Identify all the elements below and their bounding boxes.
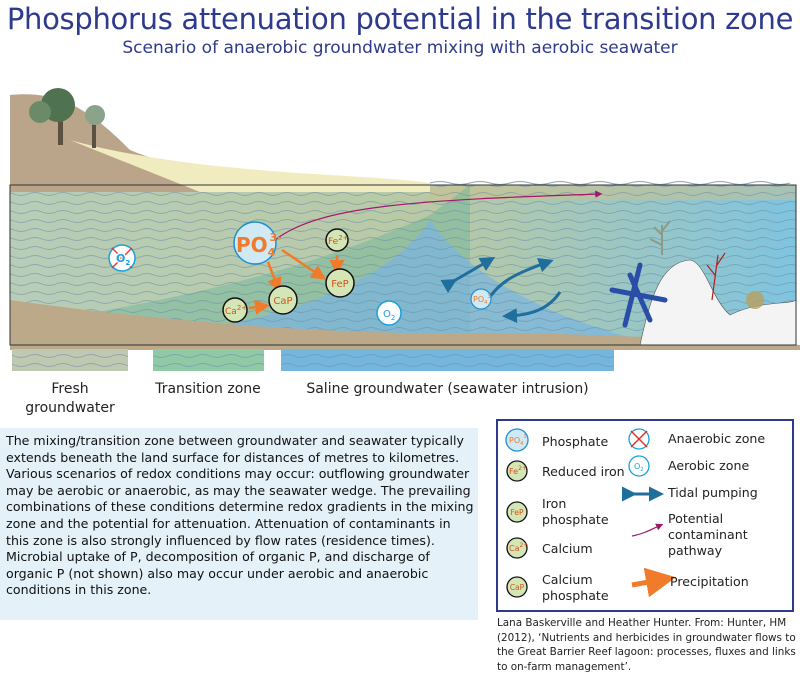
svg-text:CaP: CaP — [273, 296, 292, 307]
iron-phosphate-mineral: FeP — [325, 268, 355, 298]
legend-reduced-iron: Reduced iron — [542, 464, 625, 479]
svg-text:PO43-: PO43- — [473, 294, 492, 306]
legend-calcium-phosphate: Calcium phosphate — [542, 572, 609, 603]
calcium-phosphate-icon: CaP — [506, 576, 528, 598]
calcium-phosphate-mineral: CaP — [268, 285, 298, 315]
phosphate-icon: PO43- — [505, 428, 529, 452]
legend-iron-phosphate: Iron phosphate — [542, 496, 609, 527]
sea-surface — [429, 181, 791, 185]
anaerobic-zone-legend-icon — [628, 428, 650, 450]
description-paragraph: The mixing/transition zone between groun… — [0, 428, 478, 620]
legend-phosphate: Phosphate — [542, 434, 609, 449]
beach-sand — [70, 140, 430, 192]
cross-section-diagram: PO43- Fe2+ FeP Ca2+ CaP O2 O2 PO43- — [9, 88, 800, 371]
svg-text:Ca2+: Ca2+ — [509, 542, 528, 553]
legend-pathway: Potential contaminant pathway — [668, 511, 748, 558]
aerobic-zone-icon: O2 — [376, 300, 402, 326]
svg-text:CaP: CaP — [510, 583, 525, 592]
phosphate-ion-small: PO43- — [470, 288, 492, 310]
credit-text: Lana Baskerville and Heather Hunter. Fro… — [497, 617, 796, 673]
page-subtitle: Scenario of anaerobic groundwater mixing… — [122, 38, 678, 58]
svg-text:O2: O2 — [634, 462, 643, 473]
reduced-iron-ion: Fe2+ — [325, 228, 349, 252]
svg-text:O2: O2 — [116, 252, 130, 267]
mangrove-trees-icon — [29, 88, 105, 148]
contaminant-pathway-arrow — [274, 190, 603, 241]
calcium-ion: Ca2+ — [222, 297, 248, 323]
anaerobic-zone-icon: O2 — [108, 244, 136, 272]
transition-zone-label: Transition zone — [155, 381, 261, 397]
svg-text:FeP: FeP — [331, 279, 348, 290]
fresh-groundwater-label: Fresh groundwater — [25, 381, 115, 416]
svg-text:PO43-: PO43- — [509, 434, 528, 447]
svg-text:PO43-: PO43- — [236, 231, 282, 259]
precipitation-arrows — [248, 248, 345, 315]
legend-tidal: Tidal pumping — [668, 485, 758, 500]
legend-calcium: Calcium — [542, 541, 593, 556]
land-surface — [10, 94, 430, 192]
cross-mark-icon — [111, 247, 133, 269]
aerobic-zone-legend-icon: O2 — [628, 455, 650, 477]
coral-reef-icon — [609, 220, 797, 346]
legend-symbols: PO43- Fe2+ FeP Ca2+ CaP O2 — [505, 428, 676, 598]
calcium-icon: Ca2+ — [506, 537, 528, 559]
precipitation-icon — [631, 567, 676, 598]
page-title: Phosphorus attenuation potential in the … — [6, 2, 794, 36]
zone-swatches — [12, 349, 614, 371]
svg-text:Fe2+: Fe2+ — [509, 465, 527, 476]
saline-groundwater-label: Saline groundwater (seawater intrusion) — [306, 381, 589, 397]
legend-anaerobic: Anaerobic zone — [668, 431, 766, 446]
svg-text:Ca2+: Ca2+ — [225, 304, 247, 317]
phosphate-ion: PO43- — [233, 221, 282, 265]
diagram-frame — [9, 184, 797, 346]
svg-text:O2: O2 — [383, 309, 395, 322]
reduced-iron-icon: Fe2+ — [506, 460, 528, 482]
legend-precipitation: Precipitation — [670, 574, 749, 589]
aquifer-base — [10, 300, 800, 350]
svg-text:Fe2+: Fe2+ — [328, 234, 349, 247]
svg-text:FeP: FeP — [510, 508, 524, 517]
pathway-icon — [631, 523, 664, 537]
iron-phosphate-icon: FeP — [506, 501, 528, 523]
tidal-pumping-arrows — [440, 256, 562, 324]
legend: PO43- Fe2+ FeP Ca2+ CaP O2 Phosphate Red… — [496, 419, 794, 612]
legend-aerobic: Aerobic zone — [668, 458, 750, 473]
